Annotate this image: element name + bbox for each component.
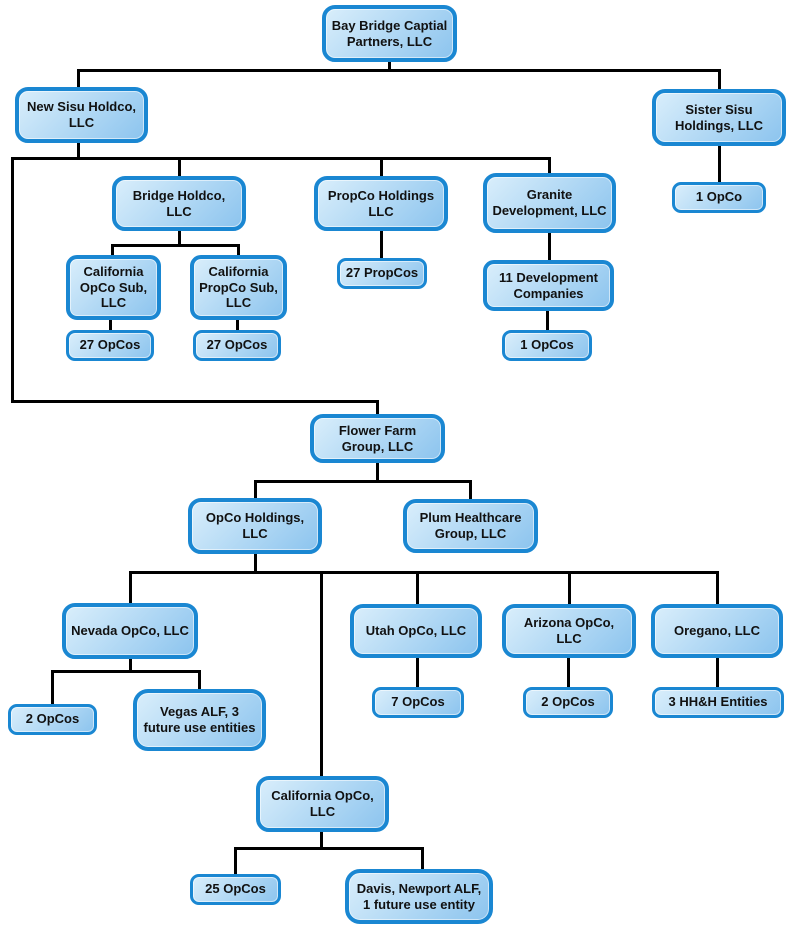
node-nevada-2-opcos: 2 OpCos (8, 704, 97, 735)
connector-line (716, 656, 719, 688)
node-flower-farm-group: Flower Farm Group, LLC (310, 414, 445, 463)
connector-line (111, 244, 240, 247)
connector-line (548, 157, 551, 174)
connector-line (129, 571, 132, 603)
connector-line (320, 571, 323, 777)
connector-line (254, 480, 257, 499)
node-california-opco: California OpCo, LLC (256, 776, 389, 832)
connector-line (416, 571, 419, 605)
connector-line (234, 847, 237, 875)
node-bay-bridge-capital-partners: Bay Bridge Captial Partners, LLC (322, 5, 457, 62)
node-25-opcos: 25 OpCos (190, 874, 281, 905)
node-27-opcos-left: 27 OpCos (66, 330, 154, 361)
connector-line (380, 229, 383, 259)
node-sister-sisu-holdings: Sister Sisu Holdings, LLC (652, 89, 786, 146)
node-arizona-2-opcos: 2 OpCos (523, 687, 613, 718)
node-bridge-holdco: Bridge Holdco, LLC (112, 176, 246, 231)
connector-line (11, 157, 14, 403)
connector-line (178, 229, 181, 247)
connector-line (198, 670, 201, 690)
connector-line (716, 571, 719, 605)
node-plum-healthcare-group: Plum Healthcare Group, LLC (403, 499, 538, 553)
connector-line (421, 847, 424, 870)
connector-line (567, 656, 570, 688)
connector-line (469, 480, 472, 500)
connector-line (129, 571, 719, 574)
node-7-opcos: 7 OpCos (372, 687, 464, 718)
node-27-opcos-right: 27 OpCos (193, 330, 281, 361)
connector-line (77, 141, 80, 160)
connector-line (109, 318, 112, 331)
connector-line (548, 231, 551, 261)
connector-line (376, 400, 379, 415)
connector-line (718, 69, 721, 90)
node-arizona-opco: Arizona OpCo, LLC (502, 604, 636, 658)
connector-line (236, 318, 239, 331)
connector-line (234, 847, 424, 850)
node-utah-opco: Utah OpCo, LLC (350, 604, 482, 658)
connector-line (718, 144, 721, 183)
node-nevada-opco: Nevada OpCo, LLC (62, 603, 198, 659)
node-california-opco-sub: California OpCo Sub, LLC (66, 255, 161, 320)
node-propco-holdings: PropCo Holdings LLC (314, 176, 448, 231)
node-california-propco-sub: California PropCo Sub, LLC (190, 255, 287, 320)
node-3-hhh-entities: 3 HH&H Entities (652, 687, 784, 718)
node-11-development-companies: 11 Development Companies (483, 260, 614, 311)
connector-line (376, 461, 379, 482)
connector-line (237, 244, 240, 256)
connector-line (11, 157, 551, 160)
connector-line (546, 309, 549, 331)
node-new-sisu-holdco: New Sisu Holdco, LLC (15, 87, 148, 143)
connector-line (51, 670, 54, 705)
connector-line (77, 69, 80, 88)
connector-line (51, 670, 201, 673)
connector-line (254, 552, 257, 574)
node-sister-1-opco: 1 OpCo (672, 182, 766, 213)
connector-line (77, 69, 720, 72)
connector-line (178, 157, 181, 177)
node-oregano: Oregano, LLC (651, 604, 783, 658)
connector-line (320, 830, 323, 850)
node-vegas-alf: Vegas ALF, 3 future use entities (133, 689, 266, 751)
node-davis-newport-alf: Davis, Newport ALF, 1 future use entity (345, 869, 493, 924)
node-opco-holdings: OpCo Holdings, LLC (188, 498, 322, 554)
node-1-opcos: 1 OpCos (502, 330, 592, 361)
node-27-propcos: 27 PropCos (337, 258, 427, 289)
connector-line (129, 657, 132, 673)
connector-line (416, 656, 419, 688)
connector-line (568, 571, 571, 605)
connector-line (388, 60, 391, 71)
node-granite-development: Granite Development, LLC (483, 173, 616, 233)
connector-line (11, 400, 379, 403)
connector-line (254, 480, 472, 483)
connector-line (380, 157, 383, 177)
connector-line (111, 244, 114, 256)
